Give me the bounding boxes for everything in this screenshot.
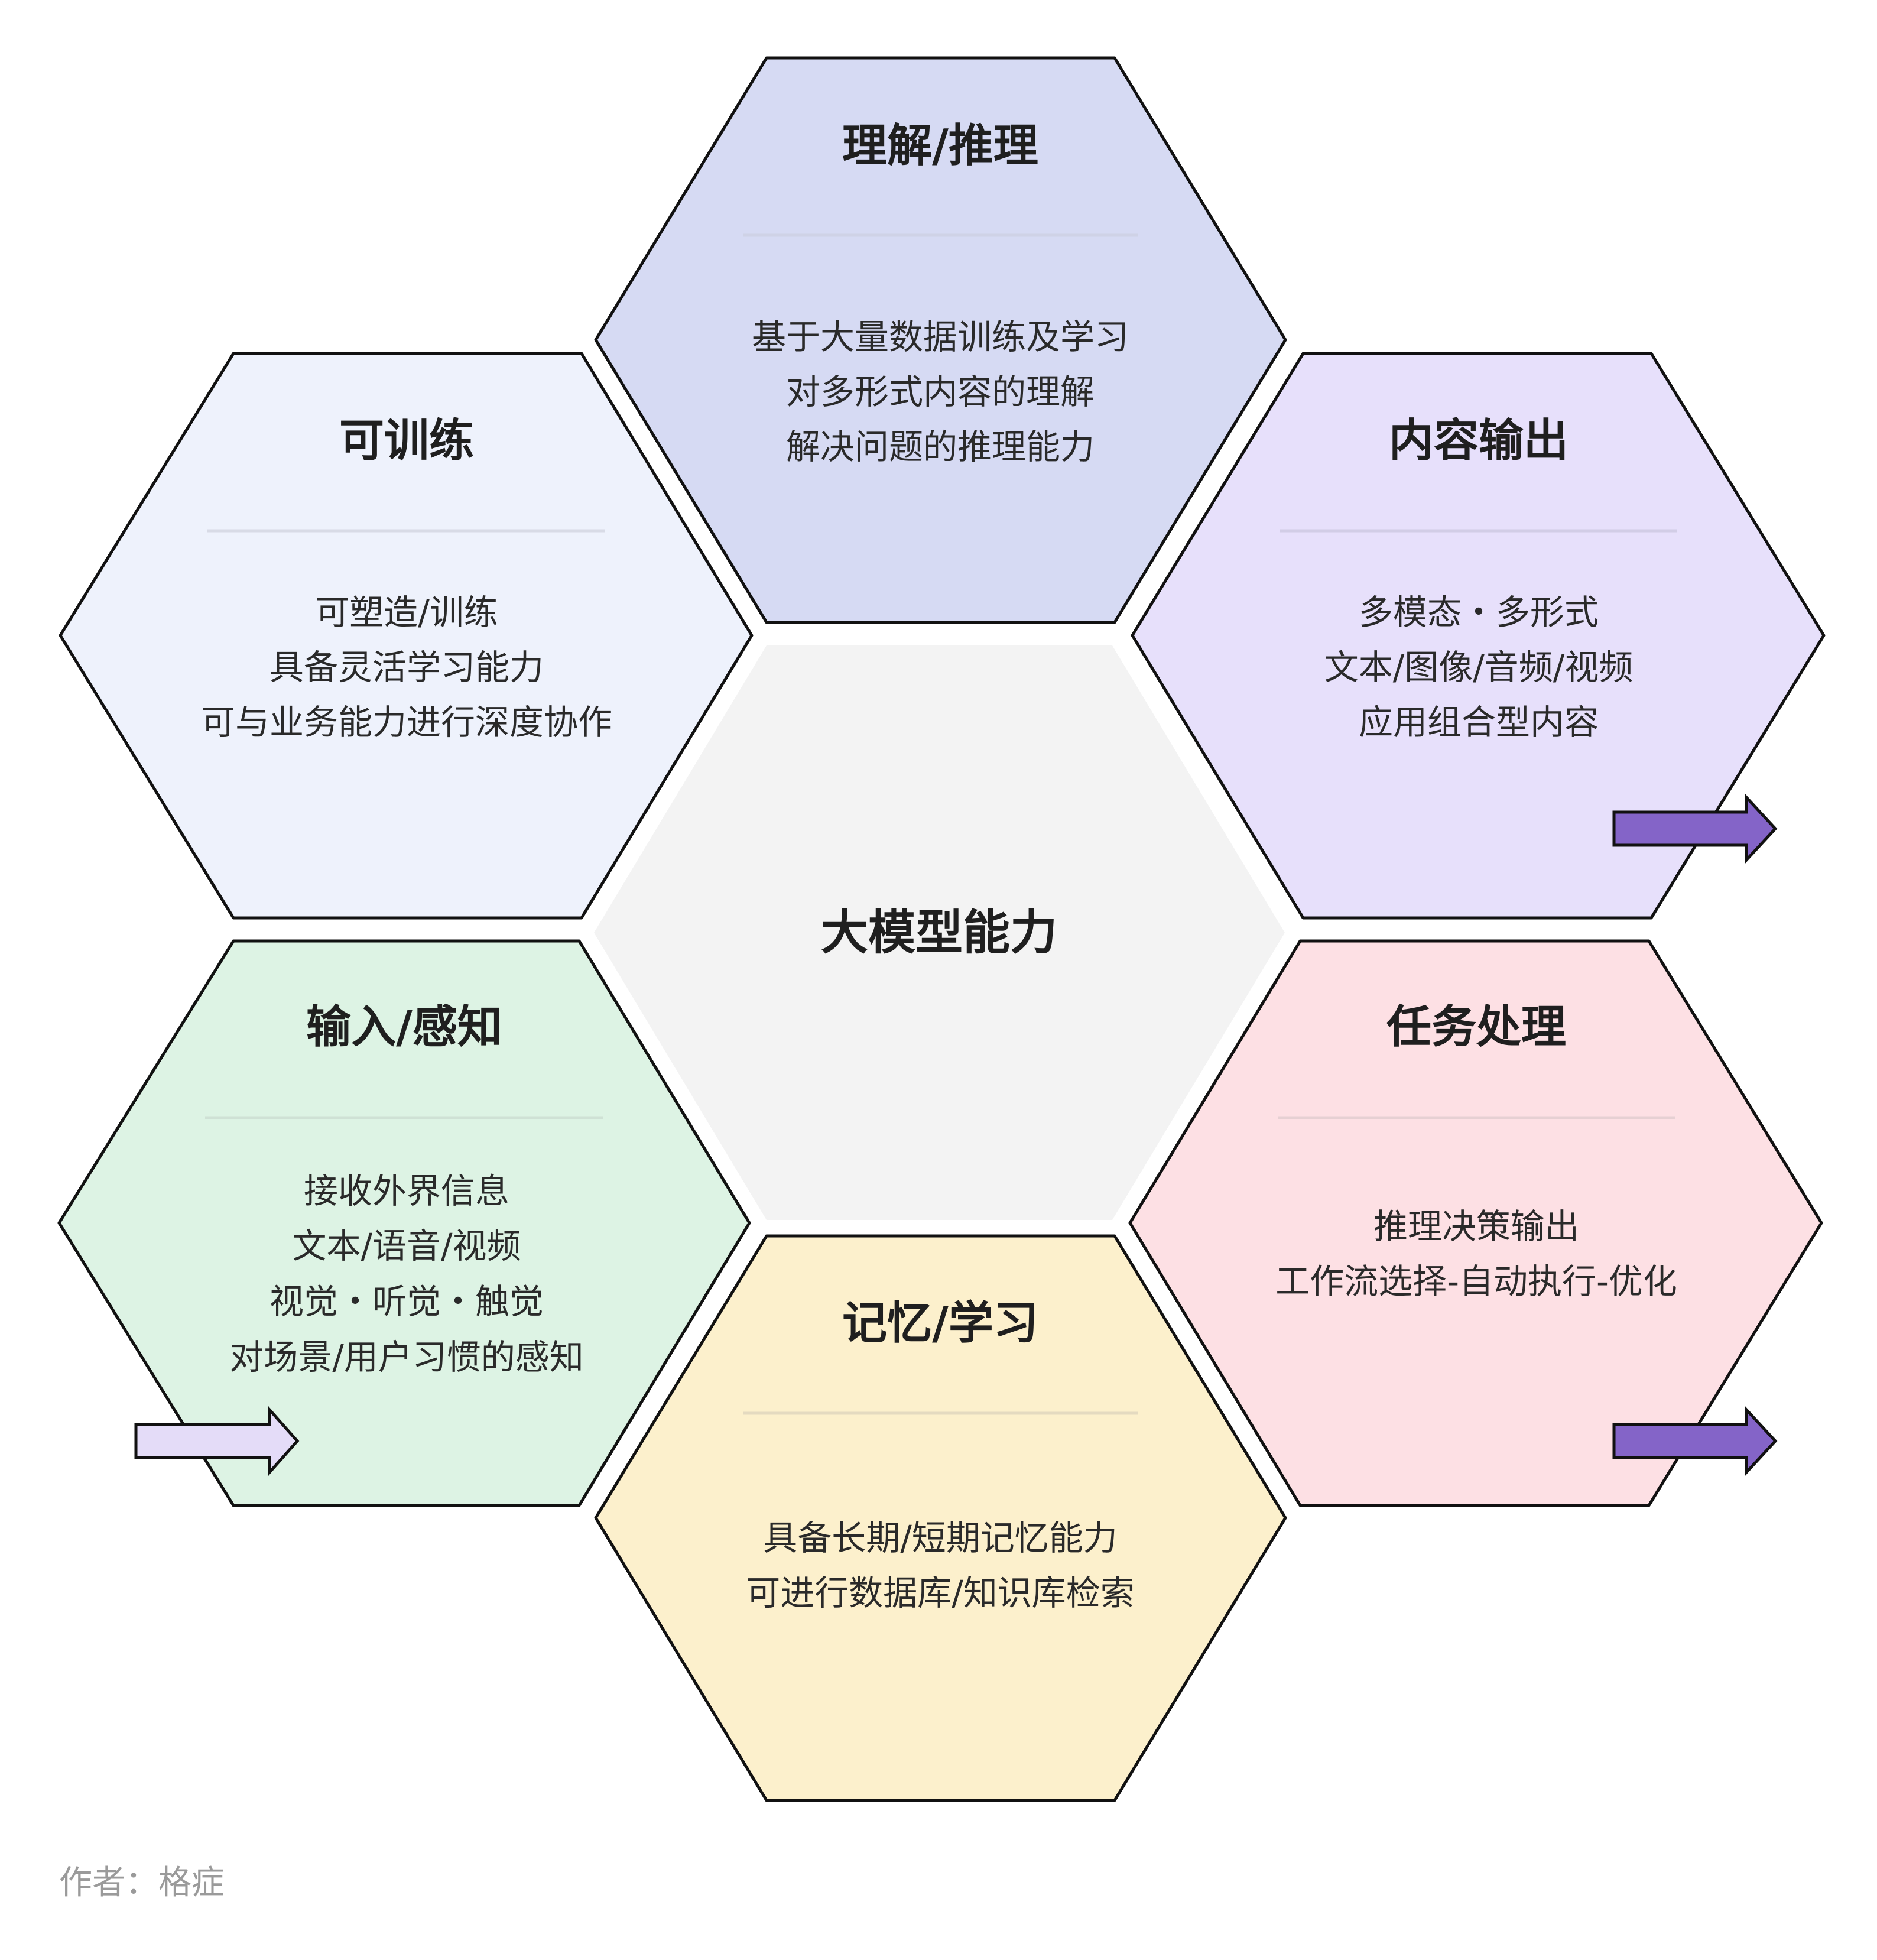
hex-trainable-line-3: 可与业务能力进行深度协作	[201, 702, 612, 742]
hex-reasoning-line-2: 对多形式内容的理解	[786, 372, 1095, 412]
hex-output-line-3: 应用组合型内容	[1359, 702, 1599, 742]
hex-trainable-shape	[59, 352, 754, 920]
hex-reasoning-shape	[594, 56, 1287, 624]
hex-input-line-4: 对场景/用户习惯的感知	[229, 1337, 584, 1377]
hex-task-shape	[1128, 939, 1823, 1507]
hex-task-line-2: 工作流选择-自动执行-优化	[1275, 1261, 1677, 1302]
hex-memory-title: 记忆/学习	[842, 1297, 1038, 1349]
hex-memory-shape	[594, 1234, 1287, 1802]
arrow-right-icon	[1612, 793, 1778, 864]
hex-input-line-2: 文本/语音/视频	[292, 1226, 521, 1266]
center-hex-shape	[594, 645, 1285, 1220]
hex-reasoning: 理解/推理 基于大量数据训练及学习 对多形式内容的理解 解决问题的推理能力	[594, 56, 1287, 624]
hex-output: 内容输出 多模态・多形式 文本/图像/音频/视频 应用组合型内容	[1131, 352, 1826, 920]
hex-reasoning-title: 理解/推理	[842, 119, 1038, 172]
hex-trainable-line-1: 可塑造/训练	[315, 592, 498, 632]
hex-memory-line-1: 具备长期/短期记忆能力	[763, 1518, 1118, 1558]
hex-output-shape	[1131, 352, 1826, 920]
author-credit: 作者：格症	[59, 1864, 225, 1902]
hex-input: 输入/感知 接收外界信息 文本/语音/视频 视觉・听觉・触觉 对场景/用户习惯的…	[57, 939, 751, 1507]
hex-output-line-1: 多模态・多形式	[1359, 592, 1599, 632]
hex-input-line-3: 视觉・听觉・触觉	[269, 1281, 544, 1322]
arrow-right-icon	[134, 1406, 300, 1477]
center-title: 大模型能力	[821, 906, 1057, 960]
hex-trainable-title: 可训练	[339, 414, 474, 467]
arrow-right-icon	[1612, 1406, 1778, 1477]
hex-reasoning-line-3: 解决问题的推理能力	[786, 427, 1095, 467]
hex-memory-line-2: 可进行数据库/知识库检索	[746, 1573, 1135, 1613]
hex-output-title: 内容输出	[1389, 414, 1569, 467]
hex-trainable-line-2: 具备灵活学习能力	[269, 647, 544, 687]
hex-output-line-2: 文本/图像/音频/视频	[1324, 647, 1634, 687]
hex-task: 任务处理 推理决策输出 工作流选择-自动执行-优化	[1128, 939, 1823, 1507]
hex-input-line-1: 接收外界信息	[304, 1171, 509, 1211]
hex-task-title: 任务处理	[1386, 1001, 1566, 1053]
center-hex: 大模型能力	[594, 645, 1285, 1220]
hex-task-line-1: 推理决策输出	[1373, 1206, 1579, 1247]
hex-reasoning-line-1: 基于大量数据训练及学习	[752, 317, 1129, 357]
hex-input-shape	[57, 939, 751, 1507]
hex-memory: 记忆/学习 具备长期/短期记忆能力 可进行数据库/知识库检索	[594, 1234, 1287, 1802]
hex-trainable: 可训练 可塑造/训练 具备灵活学习能力 可与业务能力进行深度协作	[59, 352, 754, 920]
hex-input-title: 输入/感知	[306, 1001, 502, 1053]
